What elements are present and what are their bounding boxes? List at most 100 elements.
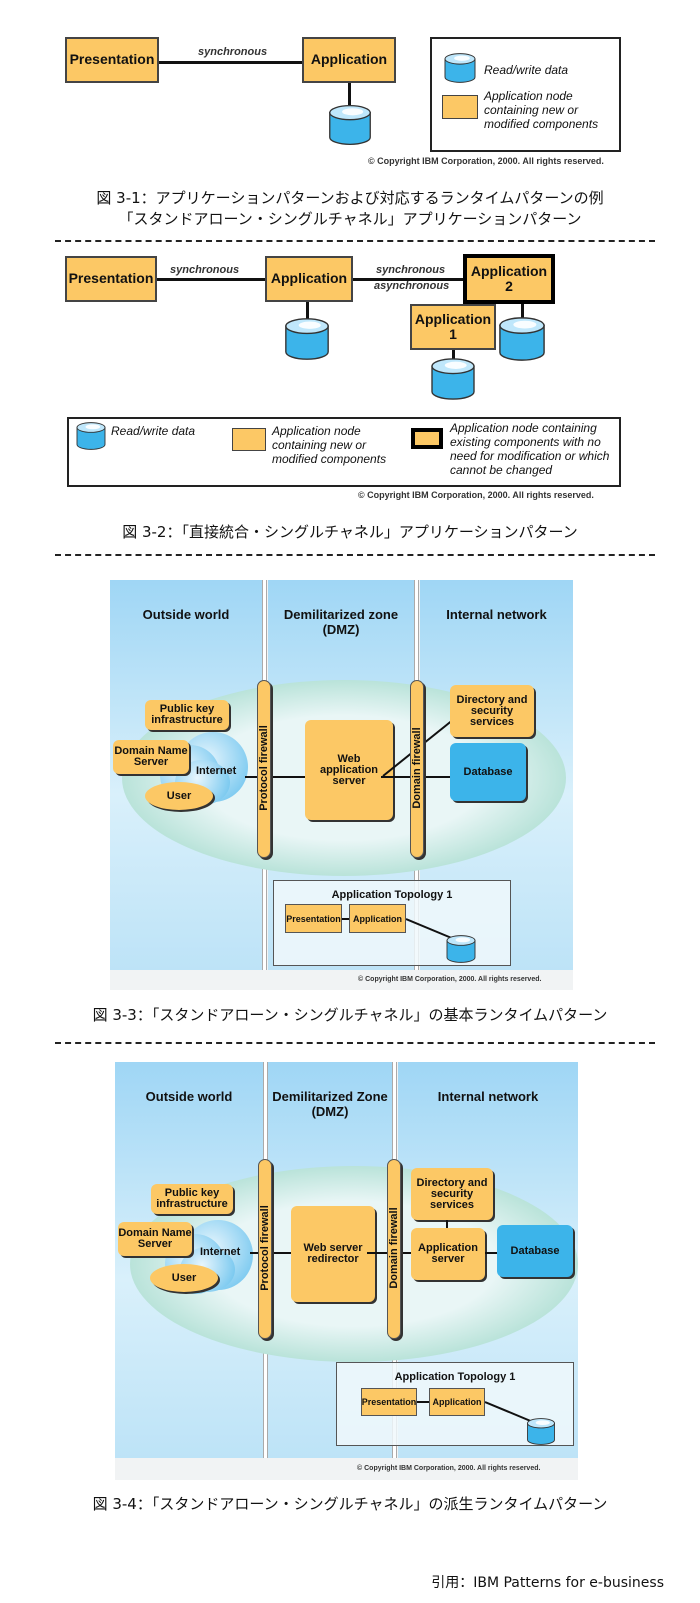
application-node: Application (302, 37, 396, 83)
connector-line (157, 278, 265, 281)
presentation-label: Presentation (69, 51, 155, 68)
legend-node-swatch (442, 95, 478, 119)
figure-caption: 図 3-1：アプリケーションパターンおよび対応するランタイムパターンの例 (96, 189, 604, 207)
presentation-node: Presentation (65, 256, 157, 302)
domain-firewall-label: Domain firewall (388, 1207, 400, 1289)
connector-line (406, 918, 455, 940)
protocol-firewall-label: Protocol firewall (258, 725, 270, 811)
application-topology-box: Application Topology 1 Presentation Appl… (336, 1362, 574, 1446)
figure-caption: 図 3-2：「直接統合・シングルチャネル」アプリケーションパターン (122, 523, 578, 541)
user-node: User (145, 782, 213, 810)
directory-services-node: Directory and security services (411, 1168, 493, 1220)
database-cylinder-icon (284, 316, 330, 362)
connector-line (485, 1401, 534, 1423)
dns-node: Domain Name Server (113, 740, 189, 774)
connector-line (353, 278, 465, 281)
legend-app-node-existing: Application node containing existing com… (450, 421, 610, 477)
figure-caption-sub: 「スタンドアローン・シングルチャネル」アプリケーションパターン (118, 210, 582, 228)
dmz-line1: Demilitarized Zone (272, 1089, 388, 1104)
internet-label: Internet (200, 1246, 241, 1258)
legend-node-swatch (232, 428, 266, 451)
connector-line (342, 918, 349, 920)
topology-application-node: Application (349, 904, 406, 933)
protocol-firewall (257, 680, 271, 858)
database-cylinder-icon (445, 935, 477, 963)
web-server-redirector-node: Web server redirector (291, 1206, 375, 1302)
zone-title-dmz: Demilitarized zone(DMZ) (268, 607, 414, 637)
legend: Read/write data Application node contain… (430, 37, 621, 152)
application-1-number: 1 (449, 326, 457, 342)
legend-read-write: Read/write data (484, 63, 569, 77)
pki-node: Public key infrastructure (151, 1184, 233, 1214)
connector-line (417, 1401, 429, 1403)
presentation-node: Presentation (65, 37, 159, 83)
legend-read-write: Read/write data (111, 424, 196, 438)
copyright: © Copyright IBM Corporation, 2000. All r… (368, 156, 604, 166)
domain-firewall (410, 680, 424, 858)
connector-line (159, 61, 302, 64)
figure-caption: 図 3-4：「スタンドアローン・シングルチャネル」の派生ランタイムパターン (92, 1495, 608, 1513)
legend-app-node-new: Application node containing new or modif… (272, 424, 387, 466)
protocol-firewall (258, 1159, 272, 1339)
zone-title-internal: Internal network (446, 607, 547, 622)
section-divider (55, 240, 655, 242)
application-topology-box: Application Topology 1 Presentation Appl… (273, 880, 511, 966)
database-node: Database (497, 1225, 573, 1277)
link-label-async: asynchronous (374, 280, 450, 292)
domain-firewall-label: Domain firewall (411, 727, 423, 809)
application-node: Application (265, 256, 353, 302)
copyright: © Copyright IBM Corporation, 2000. All r… (357, 1465, 541, 1472)
connector-line (452, 350, 455, 362)
copyright: © Copyright IBM Corporation, 2000. All r… (358, 490, 594, 500)
section-divider (55, 554, 655, 556)
dns-node: Domain Name Server (118, 1222, 192, 1256)
connector-line (521, 300, 524, 320)
application-2-node: Application 2 (463, 254, 555, 304)
copyright-text: Copyright IBM Corporation, 2000. All rig… (367, 490, 594, 500)
application-2-number: 2 (505, 278, 513, 294)
connector-line (485, 1252, 497, 1254)
application-1-node: Application 1 (410, 304, 496, 350)
dmz-line1: Demilitarized zone (283, 607, 399, 622)
topology-title: Application Topology 1 (394, 1371, 516, 1383)
database-cylinder-icon (430, 358, 476, 400)
topology-presentation-node: Presentation (285, 904, 342, 933)
copyright-text: Copyright IBM Corporation, 2000. All rig… (377, 156, 604, 166)
topology-presentation-node: Presentation (361, 1388, 417, 1416)
presentation-label: Presentation (68, 270, 154, 287)
copyright: © Copyright IBM Corporation, 2000. All r… (358, 976, 542, 983)
database-cylinder-icon (73, 422, 109, 450)
application-server-node: Application server (411, 1228, 485, 1280)
pki-node: Public key infrastructure (145, 700, 229, 730)
legend-app-node-new: Application node containing new or modif… (484, 89, 599, 131)
figure-caption: 図 3-3：「スタンドアローン・シングルチャネル」の基本ランタイムパターン (92, 1006, 608, 1024)
database-cylinder-icon (525, 1418, 557, 1445)
figure-3-3: Outside world Demilitarized zone(DMZ) In… (110, 580, 573, 990)
copyright-text: Copyright IBM Corporation, 2000. All rig… (365, 976, 542, 983)
link-label-sync: synchronous (376, 264, 446, 276)
zone-title-dmz: Demilitarized Zone(DMZ) (263, 1089, 397, 1119)
user-node: User (150, 1264, 218, 1292)
connector-line (348, 83, 351, 105)
application-1-label: Application (414, 310, 492, 327)
connector-line (446, 1220, 448, 1228)
protocol-firewall-label: Protocol firewall (259, 1205, 271, 1291)
link-label: synchronous (170, 264, 240, 276)
zone-title-outside: Outside world (145, 1089, 233, 1104)
topology-title: Application Topology 1 (331, 889, 453, 901)
web-application-server-node: Web application server (305, 720, 393, 820)
dmz-line2: (DMZ) (322, 622, 360, 637)
legend: Read/write data Application node contain… (67, 417, 621, 487)
database-cylinder-icon (498, 316, 546, 362)
dmz-line2: (DMZ) (311, 1104, 349, 1119)
application-2-label: Application (470, 262, 548, 279)
application-label: Application (310, 51, 388, 68)
figure-3-4: Outside world Demilitarized Zone(DMZ) In… (115, 1062, 578, 1480)
domain-firewall (387, 1159, 401, 1339)
internet-label: Internet (196, 765, 237, 777)
section-divider (55, 1042, 655, 1044)
database-cylinder-icon (328, 102, 372, 148)
database-node: Database (450, 743, 526, 801)
connector-line (306, 302, 309, 320)
link-label: synchronous (198, 46, 268, 58)
